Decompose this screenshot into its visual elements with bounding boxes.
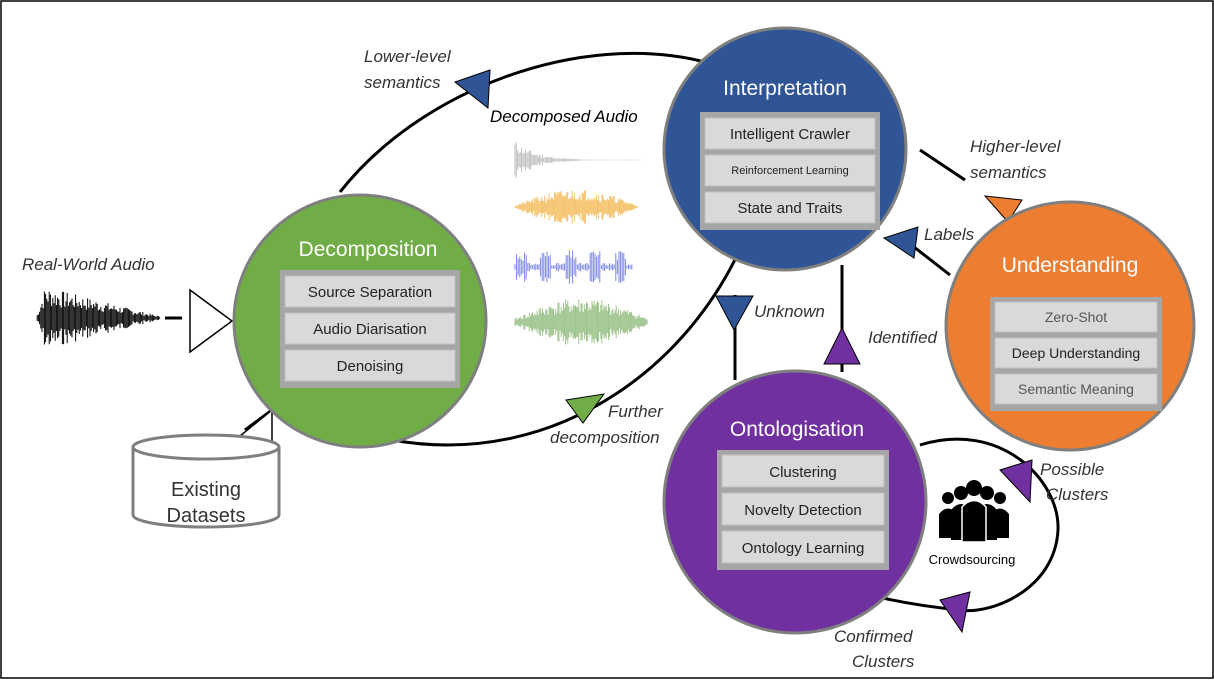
higher-level-arrow (983, 195, 1023, 223)
interpretation-item-2: State and Traits (737, 200, 842, 217)
understanding-item-1: Deep Understanding (1012, 345, 1140, 361)
further-decomp-arrow (565, 393, 606, 424)
waveform-icon (36, 291, 161, 345)
real-world-audio-label: Real-World Audio (22, 255, 155, 274)
crowd-icon (939, 480, 1009, 543)
lower-level-label-1: Lower-level (364, 47, 452, 66)
understanding-item-2: Semantic Meaning (1018, 381, 1134, 397)
crowdsourcing-label: Crowdsourcing (929, 552, 1016, 567)
confirmed-clusters-label-1: Confirmed (834, 627, 913, 646)
higher-level-label-1: Higher-level (970, 137, 1062, 156)
interpretation-item-1: Reinforcement Learning (731, 165, 848, 177)
lower-level-arrow (453, 69, 491, 109)
curve-interp-to-decomp (391, 224, 752, 447)
identified-label: Identified (868, 328, 938, 347)
interpretation-title: Interpretation (723, 77, 847, 100)
labels-arrow (882, 226, 919, 259)
decomposition-title: Decomposition (299, 238, 438, 261)
confirmed-clusters-arrow (939, 591, 971, 634)
unknown-label: Unknown (754, 302, 825, 321)
interpretation-node: Interpretation Intelligent Crawler Reinf… (662, 26, 908, 272)
real-audio-arrow (189, 288, 234, 354)
curve-onto-crowd (919, 437, 1060, 613)
line-interp-to-understanding (919, 148, 966, 182)
unknown-arrow (715, 295, 754, 332)
database-icon (131, 433, 281, 529)
lower-level-label-2: semantics (364, 73, 441, 92)
decomposed-audio-waveforms (514, 142, 648, 345)
decomposition-item-2: Denoising (337, 358, 404, 375)
possible-clusters-arrow (999, 459, 1033, 504)
ontologisation-item-2: Ontology Learning (742, 540, 865, 557)
ontologisation-item-0: Clustering (769, 464, 837, 481)
further-decomp-label-2: decomposition (550, 428, 660, 447)
understanding-item-0: Zero-Shot (1045, 309, 1107, 325)
ontologisation-node: Ontologisation Clustering Novelty Detect… (662, 369, 928, 635)
ontologisation-title: Ontologisation (730, 418, 864, 441)
higher-level-label-2: semantics (970, 163, 1047, 182)
interpretation-item-0: Intelligent Crawler (730, 126, 850, 143)
possible-clusters-label-1: Possible (1040, 460, 1104, 479)
decomposition-node: Decomposition Source Separation Audio Di… (232, 193, 488, 449)
confirmed-clusters-label-2: Clusters (852, 652, 915, 671)
ontologisation-item-1: Novelty Detection (744, 502, 862, 519)
decomposition-item-1: Audio Diarisation (313, 321, 426, 338)
further-decomp-label-1: Further (608, 402, 664, 421)
existing-datasets-label-2: Datasets (167, 505, 246, 527)
curve-decomp-to-interp (338, 51, 706, 193)
identified-arrow (823, 326, 861, 365)
decomposition-item-0: Source Separation (308, 284, 432, 301)
possible-clusters-label-2: Clusters (1046, 485, 1109, 504)
decomposed-audio-label: Decomposed Audio (490, 107, 638, 126)
labels-label: Labels (924, 225, 975, 244)
understanding-title: Understanding (1002, 254, 1139, 277)
understanding-node: Understanding Zero-Shot Deep Understandi… (944, 200, 1196, 452)
existing-datasets-label-1: Existing (171, 479, 241, 501)
